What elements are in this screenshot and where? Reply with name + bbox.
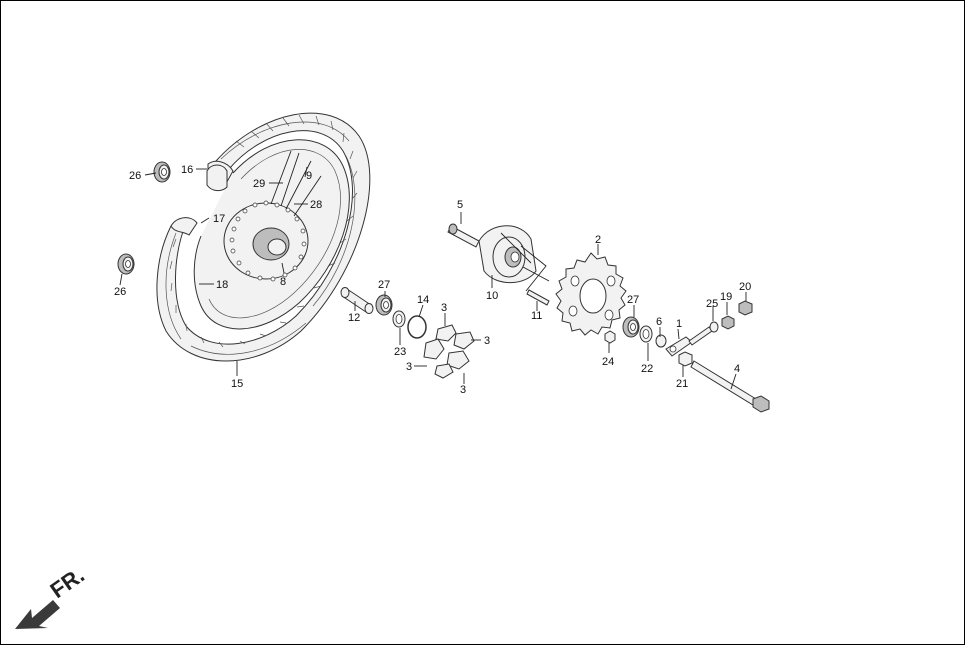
callout-23: 23 bbox=[394, 346, 406, 358]
rim-band-16 bbox=[206, 164, 228, 192]
callout-27-left: 27 bbox=[378, 279, 390, 291]
callout-27-right: 27 bbox=[627, 294, 639, 306]
spokes bbox=[270, 150, 322, 217]
callout-24: 24 bbox=[602, 356, 614, 368]
callout-3-right: 3 bbox=[484, 335, 490, 347]
callout-22: 22 bbox=[641, 363, 653, 375]
callout-6: 6 bbox=[656, 316, 662, 328]
callout-19: 19 bbox=[720, 291, 732, 303]
callout-3-top: 3 bbox=[441, 302, 447, 314]
axle-4 bbox=[690, 360, 770, 413]
callout-12: 12 bbox=[348, 312, 360, 324]
tire-outer bbox=[156, 112, 371, 362]
bolt-5 bbox=[447, 223, 480, 248]
hub-assembly bbox=[223, 150, 322, 282]
washer-25 bbox=[709, 321, 719, 333]
front-direction-label: FR. bbox=[46, 562, 89, 603]
callout-16: 16 bbox=[181, 164, 193, 176]
sprocket-flange-10 bbox=[478, 225, 550, 292]
nut-19 bbox=[721, 315, 735, 330]
nut-20 bbox=[738, 300, 753, 316]
damper-rubbers-3 bbox=[423, 324, 475, 379]
front-arrow-icon bbox=[15, 600, 60, 629]
callout-14: 14 bbox=[417, 294, 429, 306]
callout-10: 10 bbox=[486, 290, 498, 302]
seal-23 bbox=[392, 310, 406, 328]
stud-11 bbox=[526, 289, 550, 306]
o-ring-14 bbox=[407, 315, 427, 339]
nut-24 bbox=[604, 330, 616, 344]
callout-29: 29 bbox=[253, 178, 265, 190]
hub-holes bbox=[229, 200, 307, 282]
bearing-27-left bbox=[375, 294, 393, 316]
callout-25: 25 bbox=[706, 298, 718, 310]
callout-17: 17 bbox=[213, 213, 225, 225]
callout-11: 11 bbox=[531, 310, 542, 322]
callout-18: 18 bbox=[216, 279, 228, 291]
bearing-26-top bbox=[153, 161, 171, 183]
leader-lines bbox=[119, 166, 747, 390]
callout-26-top: 26 bbox=[129, 170, 141, 182]
bearing-27-right bbox=[622, 316, 640, 338]
callout-3-bottom: 3 bbox=[460, 384, 466, 396]
callout-26-bottom: 26 bbox=[114, 286, 126, 298]
callout-1: 1 bbox=[676, 318, 682, 330]
nut-21 bbox=[678, 351, 693, 367]
callout-labels: 26 16 29 9 28 17 18 26 8 15 5 10 11 2 12… bbox=[114, 164, 751, 396]
callout-4: 4 bbox=[734, 363, 740, 375]
callout-5: 5 bbox=[457, 199, 463, 211]
callout-20: 20 bbox=[739, 281, 751, 293]
callout-9: 9 bbox=[306, 170, 312, 182]
callout-28: 28 bbox=[310, 199, 322, 211]
collar-12 bbox=[340, 287, 374, 314]
adjuster-bolt bbox=[688, 326, 713, 346]
seal-22 bbox=[639, 325, 653, 343]
callout-21: 21 bbox=[676, 378, 688, 390]
callout-8: 8 bbox=[280, 276, 286, 288]
callout-2: 2 bbox=[595, 234, 601, 246]
bearing-26-bottom bbox=[117, 253, 135, 275]
tire-cut-end-bottom bbox=[170, 217, 198, 236]
callout-15: 15 bbox=[231, 378, 243, 390]
collar-6 bbox=[655, 334, 667, 348]
hub-bore bbox=[267, 238, 287, 256]
sprocket-2 bbox=[555, 252, 627, 336]
callout-3-left: 3 bbox=[406, 361, 412, 373]
front-direction-indicator: FR. bbox=[15, 562, 89, 629]
